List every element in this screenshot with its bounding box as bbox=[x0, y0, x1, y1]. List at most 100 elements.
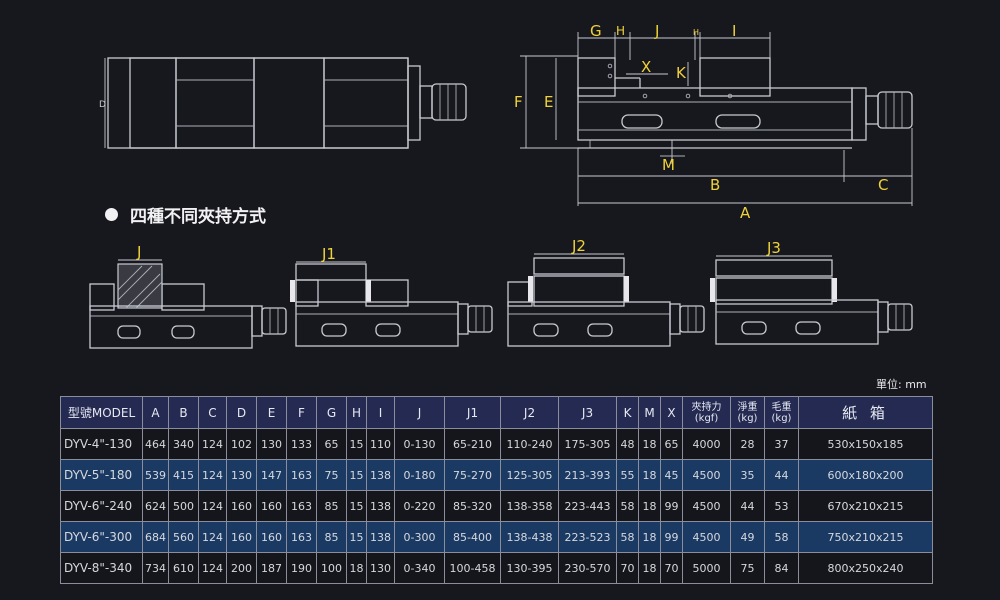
value-cell: 138 bbox=[366, 459, 395, 491]
clamp-section-title: 四種不同夾持方式 bbox=[105, 202, 266, 227]
value-cell: 4500 bbox=[682, 490, 731, 522]
value-cell: 18 bbox=[638, 490, 661, 522]
dim-label-d: D bbox=[99, 100, 106, 110]
value-cell: 530x150x185 bbox=[798, 428, 933, 460]
dim-label-f: F bbox=[514, 93, 523, 111]
header-cell: C bbox=[198, 396, 227, 429]
value-cell: 37 bbox=[764, 428, 799, 460]
value-cell: 500 bbox=[168, 490, 199, 522]
value-cell: 70 bbox=[660, 552, 683, 584]
value-cell: 124 bbox=[198, 490, 227, 522]
value-cell: 0-300 bbox=[394, 521, 445, 553]
header-cell: G bbox=[316, 396, 347, 429]
header-cell: F bbox=[286, 396, 317, 429]
value-cell: 610 bbox=[168, 552, 199, 584]
value-cell: 45 bbox=[660, 459, 683, 491]
value-cell: 734 bbox=[142, 552, 169, 584]
value-cell: 58 bbox=[764, 521, 799, 553]
value-cell: 0-130 bbox=[394, 428, 445, 460]
value-cell: 65 bbox=[316, 428, 347, 460]
header-cell: I bbox=[366, 396, 395, 429]
header-cell: J2 bbox=[500, 396, 559, 429]
value-cell: 85 bbox=[316, 490, 347, 522]
value-cell: 670x210x215 bbox=[798, 490, 933, 522]
value-cell: 600x180x200 bbox=[798, 459, 933, 491]
clamp-label-j3: J3 bbox=[766, 239, 781, 257]
value-cell: 65-210 bbox=[444, 428, 501, 460]
value-cell: 160 bbox=[226, 521, 257, 553]
value-cell: 147 bbox=[256, 459, 287, 491]
header-cell: X bbox=[660, 396, 683, 429]
dim-label-i: I bbox=[732, 22, 736, 40]
value-cell: 125-305 bbox=[500, 459, 559, 491]
model-cell: DYV-4"-130 bbox=[60, 428, 143, 460]
value-cell: 99 bbox=[660, 521, 683, 553]
clamp-diagram-j2: J2 bbox=[507, 237, 705, 347]
value-cell: 138 bbox=[366, 490, 395, 522]
value-cell: 160 bbox=[226, 490, 257, 522]
value-cell: 18 bbox=[638, 428, 661, 460]
dim-label-g: G bbox=[590, 22, 602, 40]
value-cell: 85 bbox=[316, 521, 347, 553]
value-cell: 18 bbox=[638, 552, 661, 584]
value-cell: 187 bbox=[256, 552, 287, 584]
dim-label-x: X bbox=[641, 58, 651, 76]
value-cell: 110-240 bbox=[500, 428, 559, 460]
dim-label-h: H bbox=[616, 24, 625, 38]
value-cell: 340 bbox=[168, 428, 199, 460]
dim-label-c: C bbox=[878, 176, 888, 194]
value-cell: 175-305 bbox=[558, 428, 617, 460]
value-cell: 0-340 bbox=[394, 552, 445, 584]
value-cell: 124 bbox=[198, 552, 227, 584]
value-cell: 85-400 bbox=[444, 521, 501, 553]
header-cell: E bbox=[256, 396, 287, 429]
value-cell: 560 bbox=[168, 521, 199, 553]
value-cell: 4500 bbox=[682, 459, 731, 491]
value-cell: 75 bbox=[316, 459, 347, 491]
header-cell: 夾持力(kgf) bbox=[682, 396, 731, 429]
value-cell: 49 bbox=[730, 521, 765, 553]
value-cell: 133 bbox=[286, 428, 317, 460]
model-cell: DYV-5"-180 bbox=[60, 459, 143, 491]
value-cell: 70 bbox=[616, 552, 639, 584]
value-cell: 44 bbox=[764, 459, 799, 491]
header-cell: M bbox=[638, 396, 661, 429]
value-cell: 85-320 bbox=[444, 490, 501, 522]
header-cell: 紙 箱 bbox=[798, 396, 933, 429]
value-cell: 0-180 bbox=[394, 459, 445, 491]
value-cell: 138-358 bbox=[500, 490, 559, 522]
value-cell: 213-393 bbox=[558, 459, 617, 491]
clamp-diagram-j1: J1 bbox=[290, 245, 493, 347]
value-cell: 160 bbox=[256, 490, 287, 522]
value-cell: 15 bbox=[346, 490, 367, 522]
clamp-section-title-text: 四種不同夾持方式 bbox=[130, 207, 266, 227]
value-cell: 4500 bbox=[682, 521, 731, 553]
value-cell: 53 bbox=[764, 490, 799, 522]
side-view-drawing: G H J H I X K F E bbox=[514, 22, 913, 222]
value-cell: 58 bbox=[616, 521, 639, 553]
value-cell: 102 bbox=[226, 428, 257, 460]
value-cell: 15 bbox=[346, 521, 367, 553]
value-cell: 65 bbox=[660, 428, 683, 460]
clamp-label-j: J bbox=[136, 243, 141, 261]
value-cell: 160 bbox=[256, 521, 287, 553]
header-cell: D bbox=[226, 396, 257, 429]
value-cell: 44 bbox=[730, 490, 765, 522]
value-cell: 223-523 bbox=[558, 521, 617, 553]
header-cell: B bbox=[168, 396, 199, 429]
value-cell: 750x210x215 bbox=[798, 521, 933, 553]
header-cell: 淨重(kg) bbox=[730, 396, 765, 429]
clamp-label-j2: J2 bbox=[571, 237, 586, 255]
value-cell: 200 bbox=[226, 552, 257, 584]
value-cell: 18 bbox=[638, 521, 661, 553]
value-cell: 800x250x240 bbox=[798, 552, 933, 584]
value-cell: 163 bbox=[286, 459, 317, 491]
dim-label-h2: H bbox=[693, 28, 699, 37]
header-cell: A bbox=[142, 396, 169, 429]
value-cell: 18 bbox=[638, 459, 661, 491]
model-cell: DYV-6"-240 bbox=[60, 490, 143, 522]
